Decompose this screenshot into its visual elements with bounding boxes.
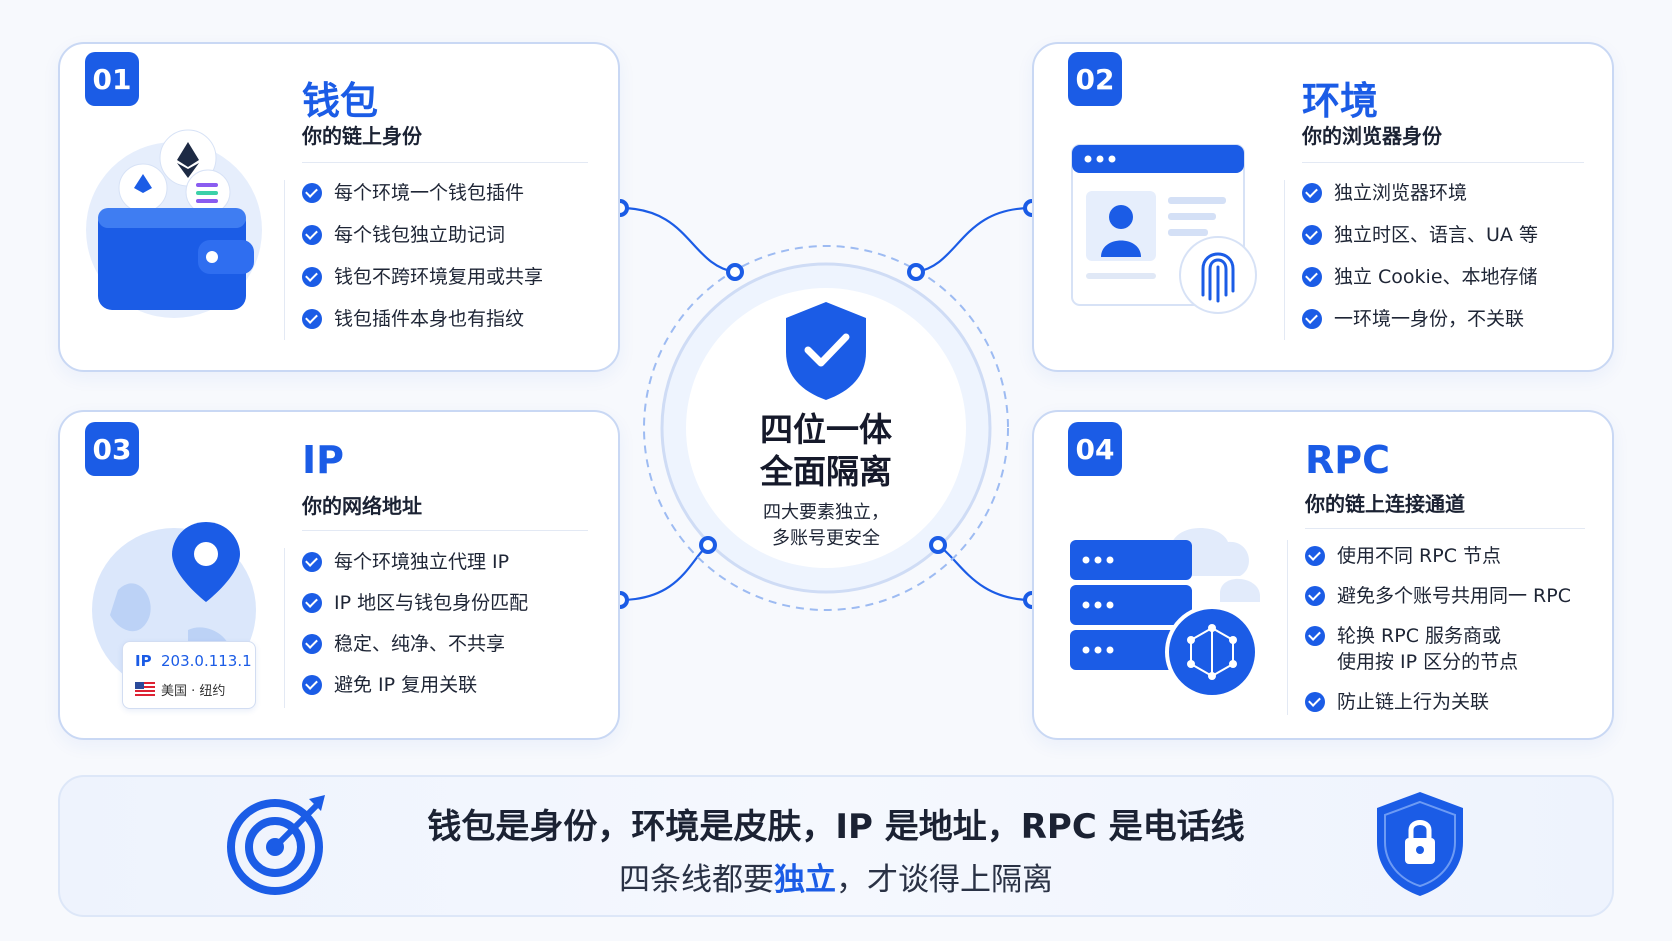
center-subtitle: 四大要素独立，多账号更安全 [763,502,889,549]
ip-prefix: IP [135,652,152,670]
banner-main-text: 钱包是身份，环境是皮肤，IP 是地址，RPC 是电话线 [427,807,1245,847]
browser-profile-icon [1071,144,1257,314]
check-icon [302,552,322,572]
check-icon [1305,626,1325,646]
list-item: 每个环境独立代理 IP [302,549,528,575]
card-title: 钱包 [302,79,379,123]
target-icon [227,795,325,895]
list-item: 避免 IP 复用关联 [302,672,528,698]
list-item: 独立 Cookie、本地存储 [1302,264,1538,290]
card-subtitle: 你的网络地址 [302,494,422,518]
check-icon [302,593,322,613]
list-item: 独立时区、语言、UA 等 [1302,222,1538,248]
check-icon [302,309,322,329]
shield-check-icon [786,302,866,400]
connector-node [726,263,744,281]
banner-sub-text: 四条线都要独立，才谈得上隔离 [619,862,1053,898]
check-icon [1302,309,1322,329]
list-item: 使用按 IP 区分的节点 [1337,651,1519,673]
connector-node [907,263,925,281]
connector-node [929,536,947,554]
list-item: IP 地区与钱包身份匹配 [302,590,528,616]
connector-node [699,536,717,554]
list-item: 独立浏览器环境 [1302,180,1538,206]
check-icon [1305,586,1325,606]
card-subtitle: 你的链上连接通道 [1305,492,1465,516]
check-icon [302,183,322,203]
list-item: 使用不同 RPC 节点 [1305,543,1571,569]
card-title: RPC [1305,438,1390,482]
list-item: 稳定、纯净、不共享 [302,631,528,657]
list-item: 钱包插件本身也有指纹 [302,306,543,332]
list-item: 每个钱包独立助记词 [302,222,543,248]
feature-list: 每个环境独立代理 IP IP 地区与钱包身份匹配 稳定、纯净、不共享 避免 IP… [302,549,528,698]
list-item: 防止链上行为关联 [1305,689,1571,715]
feature-list: 使用不同 RPC 节点 避免多个账号共用同一 RPC 轮换 RPC 服务商或 使… [1305,543,1571,715]
check-icon [302,675,322,695]
center-title: 四位一体全面隔离 [760,410,892,491]
card-number-badge: 03 [85,422,139,476]
list-item: 轮换 RPC 服务商或 [1305,623,1571,649]
list-item: 钱包不跨环境复用或共享 [302,264,543,290]
feature-list: 独立浏览器环境 独立时区、语言、UA 等 独立 Cookie、本地存储 一环境一… [1302,180,1538,332]
server-network-icon [1070,528,1260,699]
wallet-icon [86,129,262,318]
card-number-badge: 01 [85,52,139,106]
shield-lock-icon [1377,792,1463,896]
feature-list: 每个环境一个钱包插件 每个钱包独立助记词 钱包不跨环境复用或共享 钱包插件本身也… [302,180,543,332]
check-icon [1302,267,1322,287]
ip-info-card: IP 203.0.113.1 美国 · 纽约 [122,641,256,709]
check-icon [1302,225,1322,245]
card-title: 环境 [1302,79,1379,123]
check-icon [1302,183,1322,203]
card-title: IP [302,438,344,482]
ip-location: 美国 · 纽约 [161,684,226,699]
list-item: 每个环境一个钱包插件 [302,180,543,206]
check-icon [302,225,322,245]
card-subtitle: 你的浏览器身份 [1302,124,1442,148]
check-icon [302,634,322,654]
check-icon [1305,546,1325,566]
ip-address: 203.0.113.1 [161,652,252,670]
list-item: 避免多个账号共用同一 RPC [1305,583,1571,609]
check-icon [302,267,322,287]
check-icon [1305,692,1325,712]
card-subtitle: 你的链上身份 [302,124,422,148]
card-number-badge: 04 [1068,422,1122,476]
list-item: 一环境一身份，不关联 [1302,306,1538,332]
card-number-badge: 02 [1068,52,1122,106]
us-flag-icon [135,682,155,696]
